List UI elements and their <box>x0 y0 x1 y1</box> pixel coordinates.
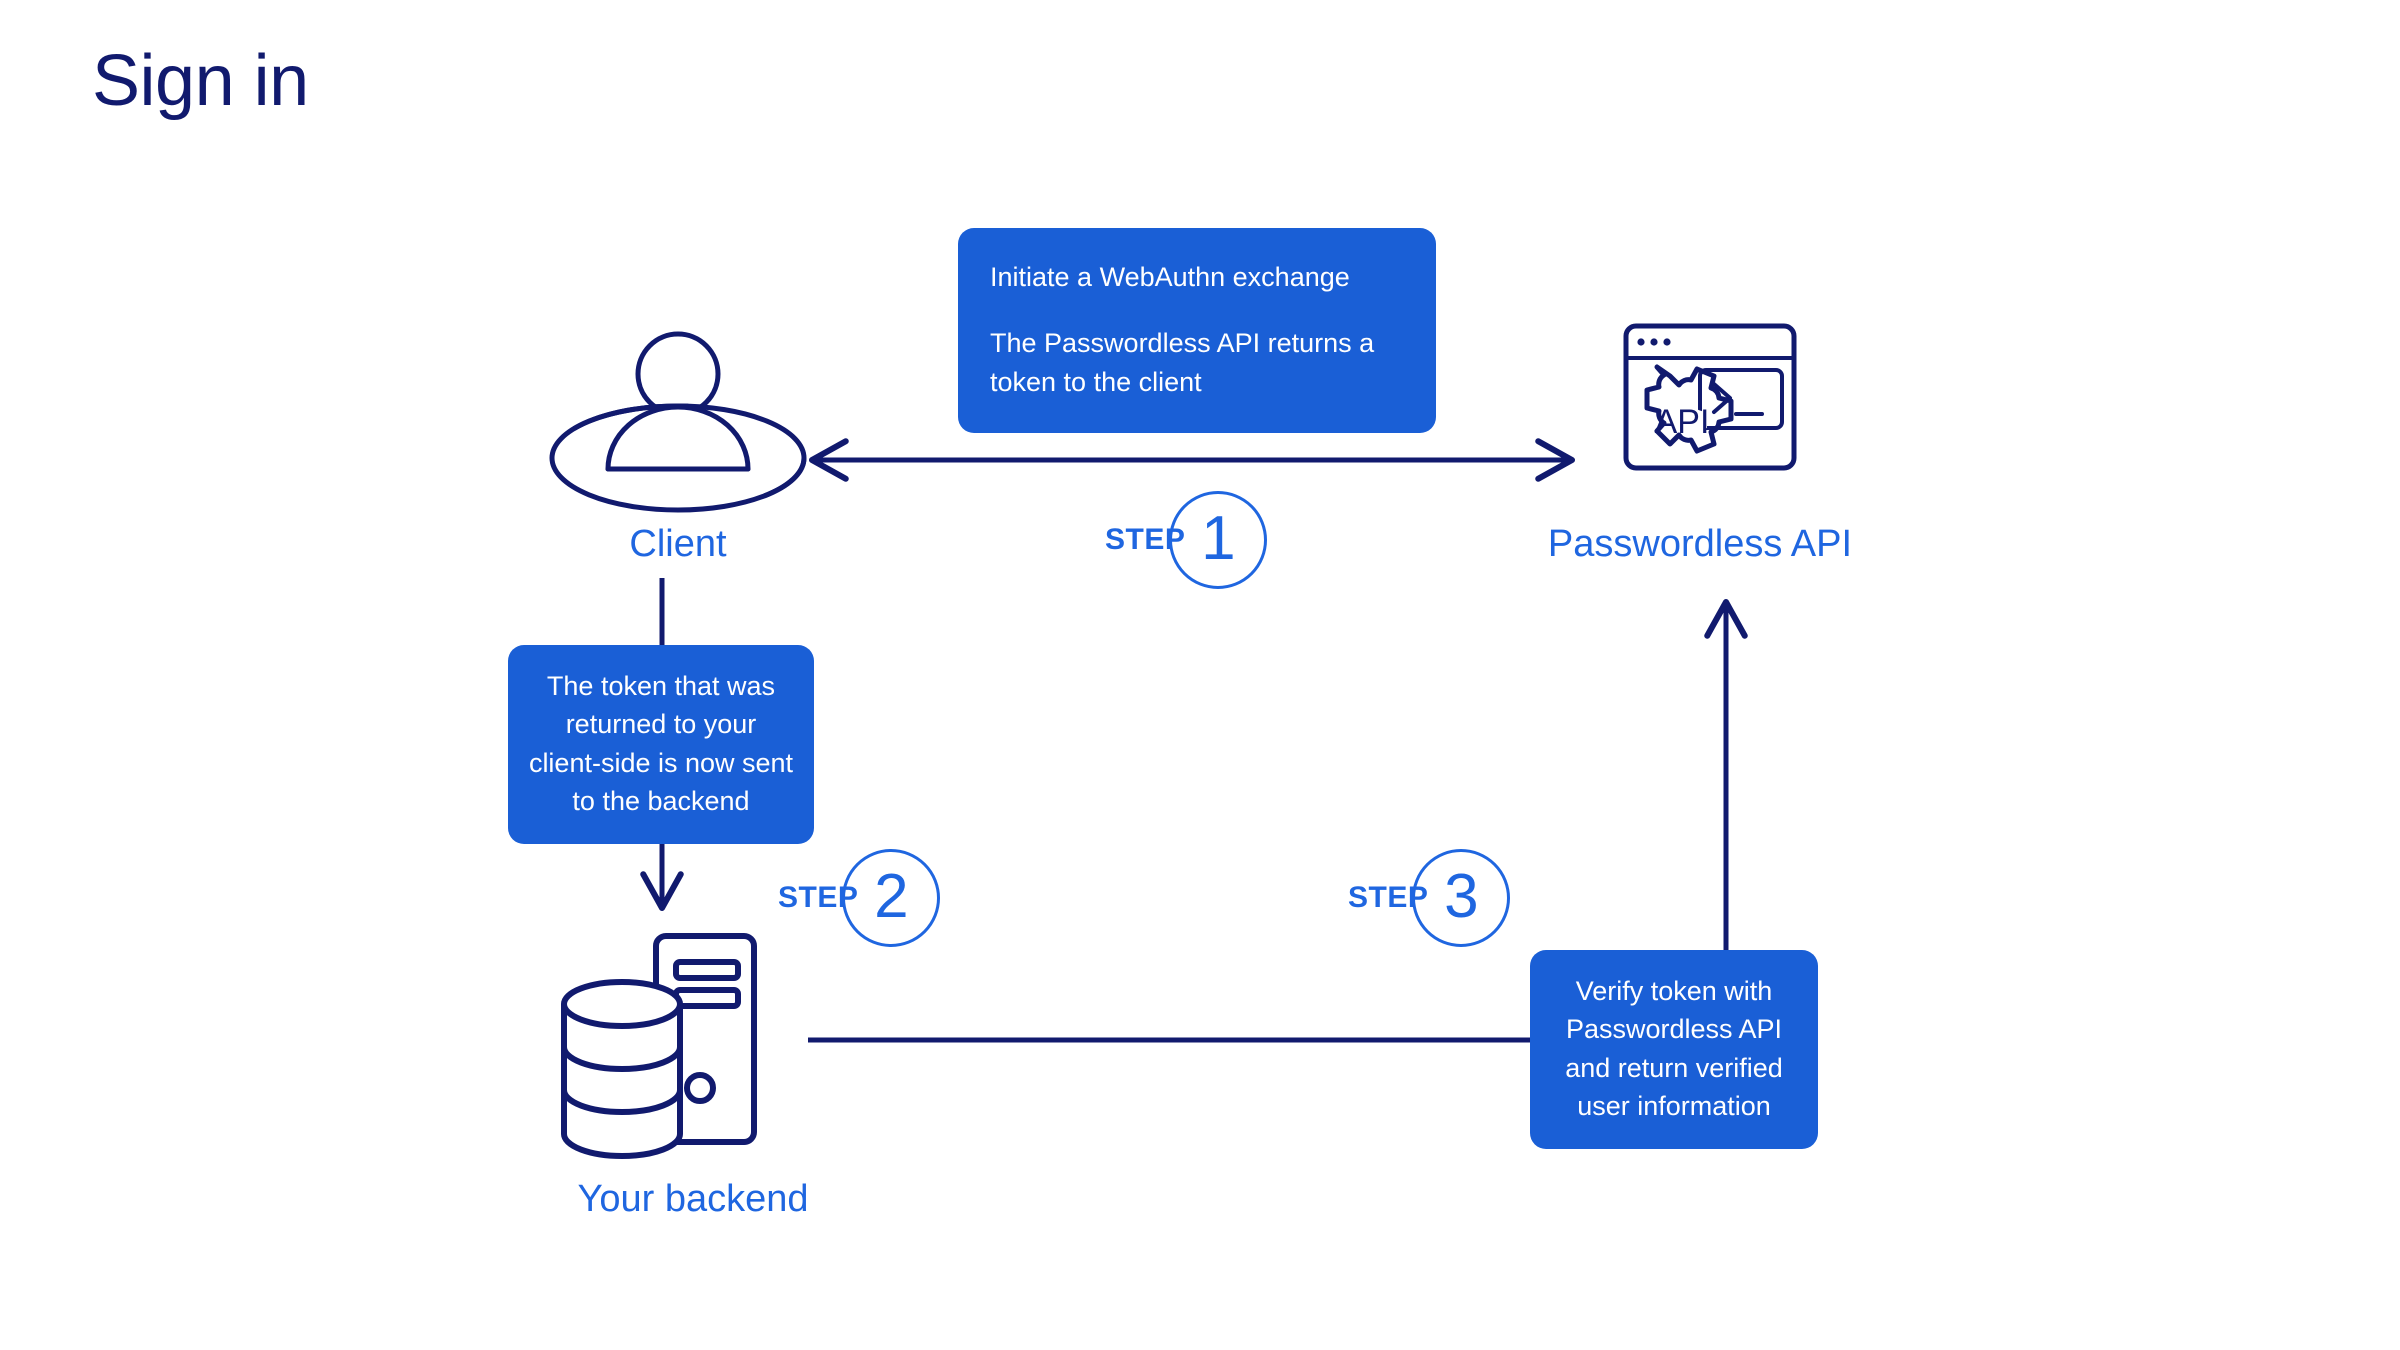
step-3-circle: 3 <box>1412 849 1511 947</box>
node-label-passwordless-api: Passwordless API <box>1547 523 1853 565</box>
callout-3-text: Verify token with Passwordless API and r… <box>1565 976 1783 1121</box>
step-1-number: 1 <box>1201 503 1236 573</box>
node-client[interactable] <box>548 330 808 520</box>
step-1-circle: 1 <box>1169 491 1268 589</box>
node-your-backend[interactable] <box>548 930 778 1170</box>
callout-step-3: Verify token with Passwordless API and r… <box>1530 950 1818 1150</box>
callout-step-1: Initiate a WebAuthn exchange The Passwor… <box>958 228 1436 433</box>
step-3-word: STEP <box>1348 881 1429 914</box>
step-2-circle: 2 <box>842 849 941 947</box>
callout-1-line-1: Initiate a WebAuthn exchange <box>990 262 1350 292</box>
callout-1-line-2: The Passwordless API returns a token to … <box>990 328 1375 397</box>
step-3-number: 3 <box>1444 861 1479 931</box>
callout-2-text: The token that was returned to your clie… <box>528 671 794 816</box>
step-badge-2: STEP 2 <box>778 848 941 948</box>
step-1-word: STEP <box>1105 523 1186 556</box>
callout-step-2: The token that was returned to your clie… <box>508 645 814 845</box>
step-badge-1: STEP 1 <box>1105 490 1268 590</box>
api-terminal-gear-icon: API <box>1623 323 1797 471</box>
step-2-number: 2 <box>874 861 909 931</box>
user-avatar-icon <box>549 331 807 513</box>
node-label-client: Client <box>629 523 727 565</box>
server-database-icon <box>561 933 757 1159</box>
step-2-word: STEP <box>778 881 859 914</box>
node-label-your-backend: Your backend <box>577 1178 809 1220</box>
node-passwordless-api[interactable]: API <box>1596 320 1801 510</box>
step-badge-3: STEP 3 <box>1348 848 1511 948</box>
page-title: Sign in <box>92 41 309 121</box>
svg-text:API: API <box>1655 403 1710 441</box>
